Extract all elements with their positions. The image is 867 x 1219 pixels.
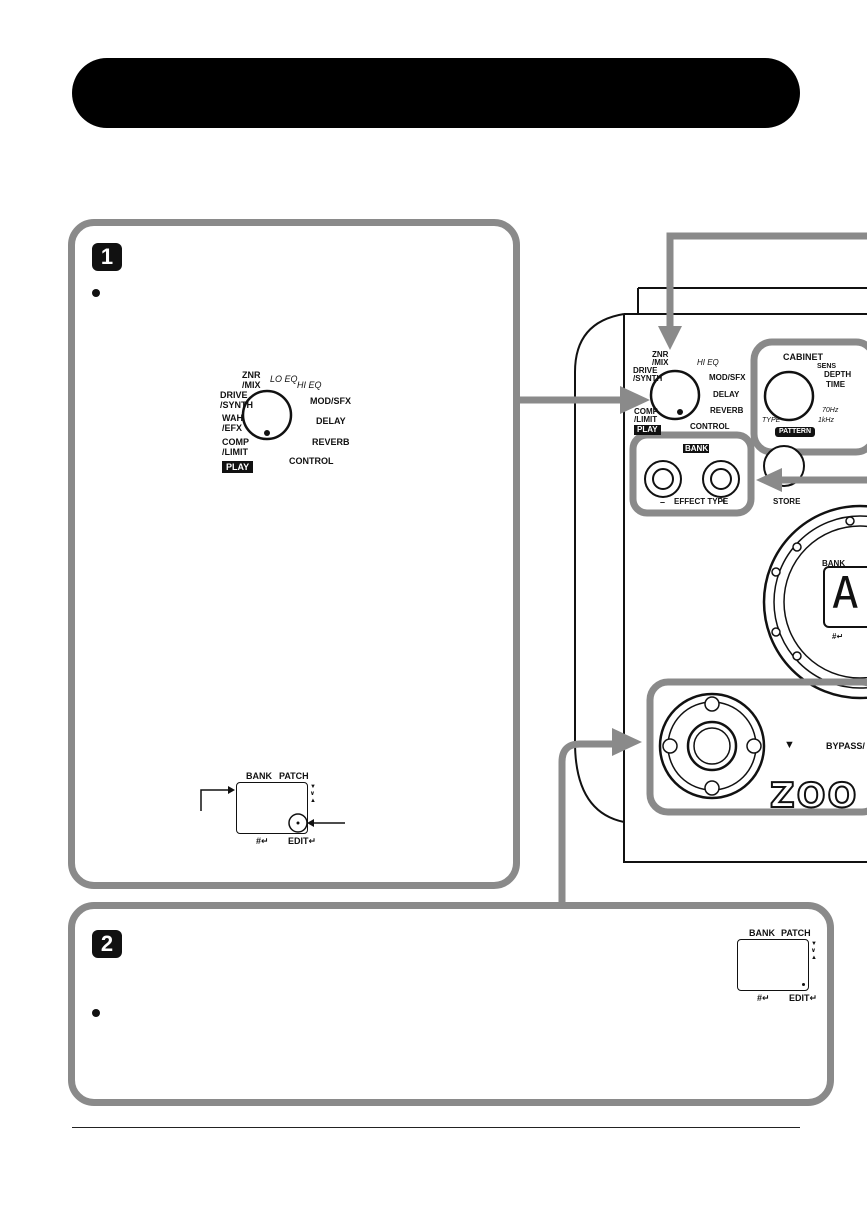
device-illustration	[520, 222, 867, 912]
knob-label-znr-mix: ZNR /MIX	[242, 370, 261, 390]
device-label-1khz: 1kHz	[818, 417, 834, 424]
knob-graphic	[241, 389, 293, 441]
step-2-panel	[68, 902, 834, 1106]
display2-bank-label: BANK	[749, 928, 775, 938]
knob-label-play: PLAY	[222, 461, 254, 473]
title-bar	[72, 58, 800, 128]
device-label-cabinet: CABINET	[783, 352, 823, 362]
device-down-arrow: ▼	[784, 739, 795, 751]
step-1-bullet	[92, 289, 100, 297]
callout-lines	[200, 786, 345, 833]
display2-arrows: ▼ ∨ ▲	[811, 941, 817, 961]
knob-label-delay: DELAY	[316, 416, 346, 426]
display-callouts	[195, 785, 355, 845]
device-display-bank: BANK	[822, 559, 846, 568]
device-display-hash: #↵	[832, 632, 844, 641]
device-label-reverb: REVERB	[710, 406, 744, 415]
display-screen	[236, 782, 308, 834]
device-label-pattern: PATTERN	[775, 427, 816, 437]
step-2-number: 2	[92, 930, 122, 958]
knob-label-drive-synth: DRIVE /SYNTH	[220, 390, 254, 410]
display2-edit-label: EDIT↵	[789, 993, 818, 1003]
device-label-znr-mix: ZNR /MIX	[652, 350, 669, 367]
knob-label-hi-eq: HI EQ	[297, 380, 322, 390]
step-1-panel	[68, 219, 520, 889]
display2-screen	[737, 939, 809, 991]
step-2-bullet	[92, 1009, 100, 1017]
effect-module-knob	[215, 365, 355, 475]
device-display-char: A.	[832, 568, 867, 619]
device-label-hi-eq: HI EQ	[697, 358, 719, 367]
device-label-comp-limit: COMP /LIMIT	[634, 407, 658, 424]
device-label-bypass: BYPASS/	[826, 741, 865, 751]
device-label-type: TYPE	[762, 417, 781, 424]
display-arrows: ▼ ∨ ▲	[310, 784, 316, 804]
device-label-bank: BANK	[685, 444, 709, 453]
device-label-sens: SENS	[817, 363, 837, 370]
display2-patch-label: PATCH	[781, 928, 811, 938]
device-label-delay: DELAY	[713, 390, 740, 399]
knob-label-control: CONTROL	[289, 456, 334, 466]
knob-label-lo-eq: LO EQ	[270, 374, 298, 384]
device-label-control: CONTROL	[690, 422, 730, 431]
device-label-plus: +	[721, 496, 727, 506]
device-label-70hz: 70Hz	[822, 407, 839, 414]
step-1-number: 1	[92, 243, 122, 271]
display-hash-label: #↵	[256, 836, 269, 846]
display-bank-label: BANK	[246, 771, 272, 781]
knob-label-reverb: REVERB	[312, 437, 350, 447]
display2-hash-label: #↵	[757, 993, 770, 1003]
knob-label-mod-sfx: MOD/SFX	[310, 396, 352, 406]
display-edit-label: EDIT↵	[288, 836, 317, 846]
device-label-time: TIME	[826, 380, 846, 389]
device-label-drive-synth: DRIVE /SYNTH	[633, 366, 663, 383]
knob-label-comp-limit: COMP /LIMIT	[222, 437, 249, 457]
knob-label-wah-efx: WAH /EFX	[222, 413, 243, 433]
device-body	[520, 232, 867, 908]
device-label-play: PLAY	[634, 425, 661, 435]
display-patch-label: PATCH	[279, 771, 309, 781]
device-label-effect-type: EFFECT TYPE	[674, 497, 729, 506]
footer-rule	[72, 1127, 800, 1128]
device-label-depth: DEPTH	[824, 370, 852, 379]
device-label-minus: –	[660, 497, 666, 507]
device-logo: ZOO	[769, 776, 859, 816]
device-label-store: STORE	[773, 497, 801, 506]
device-label-mod-sfx: MOD/SFX	[709, 373, 746, 382]
display2-dot	[802, 983, 805, 986]
